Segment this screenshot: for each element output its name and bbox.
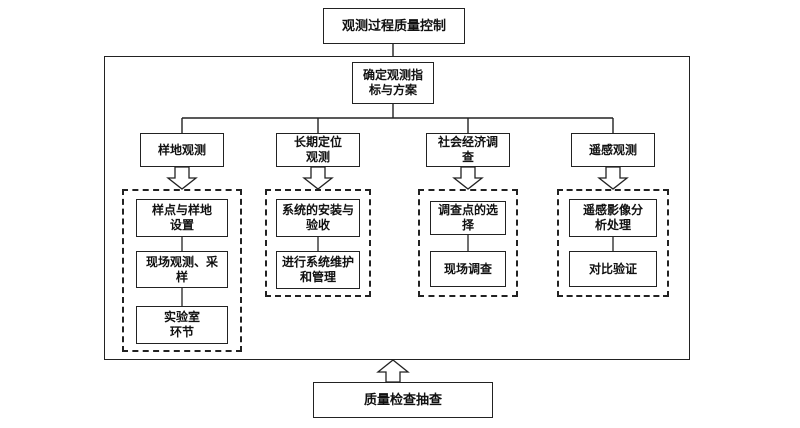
branch-title-4: 遥感观测 <box>571 133 655 167</box>
step-box-2-1: 系统的安装与 验收 <box>276 199 360 237</box>
step-text-2-2: 进行系统维护 和管理 <box>281 255 354 284</box>
hollow-down-arrow-3 <box>452 166 484 190</box>
root-box: 确定观测指 标与方案 <box>352 62 434 104</box>
hollow-down-arrow-4 <box>597 166 629 190</box>
dashed-group-2 <box>265 189 371 297</box>
step-box-3-1: 调查点的选择 <box>430 201 506 235</box>
branch-title-text-2: 长期定位 观测 <box>293 135 342 164</box>
step-text-2-1: 系统的安装与 验收 <box>281 203 354 232</box>
process-title-box: 观测过程质量控制 <box>323 8 465 44</box>
quality-control-frame <box>104 56 690 360</box>
branch-title-text-4: 遥感观测 <box>588 142 637 157</box>
branch-title-3: 社会经济调 查 <box>426 133 510 167</box>
branch-title-1: 样地观测 <box>140 133 224 167</box>
hollow-up-arrow <box>376 359 410 383</box>
step-box-1-2: 现场观测、采 样 <box>136 251 228 288</box>
process-title-text: 观测过程质量控制 <box>341 18 446 34</box>
dashed-group-3 <box>418 189 518 297</box>
step-text-3-2: 现场调查 <box>443 261 492 276</box>
hollow-down-arrow-1 <box>166 166 198 190</box>
step-text-4-1: 遥感影像分 析处理 <box>582 203 643 232</box>
branch-title-text-1: 样地观测 <box>157 142 206 157</box>
dashed-group-4 <box>557 189 669 297</box>
step-box-3-2: 现场调查 <box>430 251 506 287</box>
step-box-1-3: 实验室 环节 <box>136 306 228 344</box>
step-box-4-1: 遥感影像分 析处理 <box>569 199 657 237</box>
step-text-1-2: 现场观测、采 样 <box>145 254 218 284</box>
step-text-4-2: 对比验证 <box>588 261 637 276</box>
branch-title-2: 长期定位 观测 <box>276 133 360 167</box>
step-text-3-1: 调查点的选择 <box>437 203 498 232</box>
step-box-2-2: 进行系统维护 和管理 <box>276 251 360 289</box>
quality-check-text: 质量检查抽查 <box>363 392 442 408</box>
root-text: 确定观测指 标与方案 <box>362 68 423 97</box>
step-text-1-1: 样点与样地 设置 <box>151 203 212 232</box>
quality-check-box: 质量检查抽查 <box>313 382 493 418</box>
step-text-1-3: 实验室 环节 <box>163 310 200 339</box>
branch-title-text-3: 社会经济调 查 <box>437 135 498 164</box>
hollow-down-arrow-2 <box>302 166 334 190</box>
dashed-group-1 <box>122 189 242 352</box>
step-box-4-2: 对比验证 <box>569 251 657 287</box>
step-box-1-1: 样点与样地 设置 <box>136 199 228 237</box>
